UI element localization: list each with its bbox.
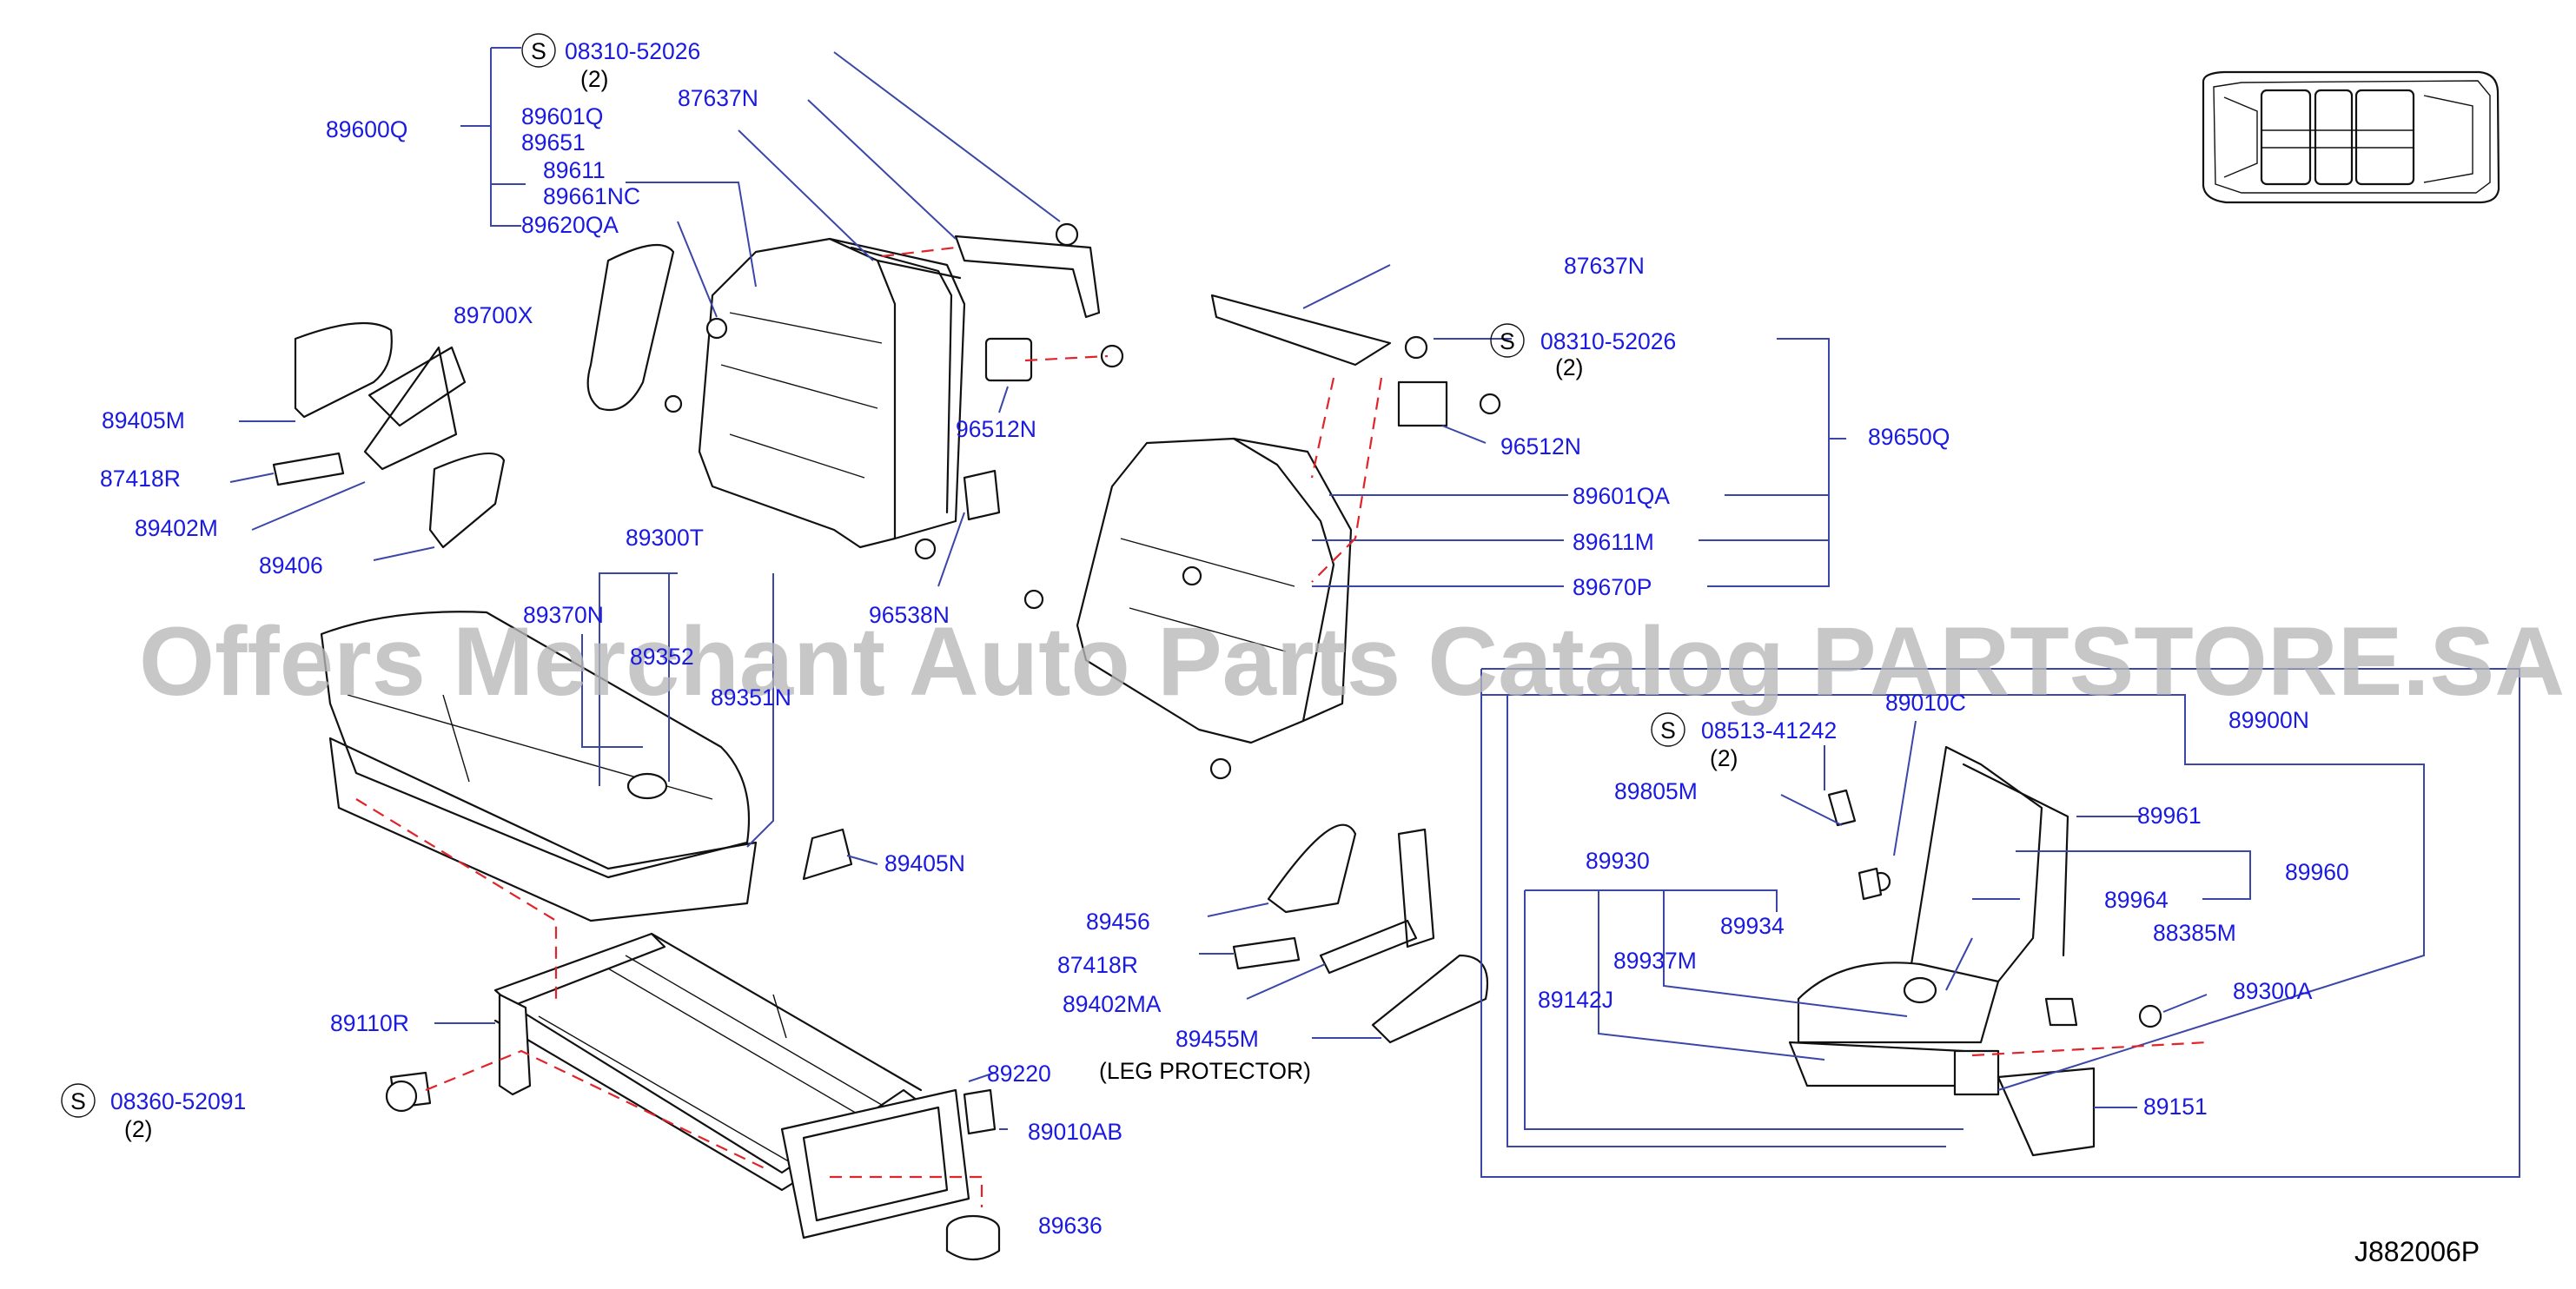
part-label: 89405M <box>102 407 185 433</box>
qty-label: (2) <box>1710 745 1738 771</box>
part-label: 89611M <box>1573 529 1654 555</box>
diagram-code: J882006P <box>2354 1236 2480 1267</box>
part-label: 89961 <box>2137 803 2202 829</box>
part-label: 89960 <box>2285 859 2349 885</box>
part-label: 89402MA <box>1063 991 1162 1017</box>
part-label: 89010C <box>1885 690 1966 716</box>
leader-lines <box>229 47 2520 1178</box>
screw-symbol-letter: S <box>531 38 546 64</box>
part-label: 89151 <box>2143 1094 2208 1120</box>
qty-label: (2) <box>124 1116 152 1142</box>
part-label: 89351N <box>711 684 791 711</box>
third-row-seat-drawing <box>1788 745 2162 1157</box>
part-label: 89636 <box>1038 1213 1103 1239</box>
note-label: (LEG PROTECTOR) <box>1099 1058 1311 1084</box>
part-label: 89300A <box>2233 978 2313 1004</box>
part-label: 96538N <box>869 602 950 628</box>
part-label: 89620QA <box>521 212 619 238</box>
part-label: 08310-52026 <box>1540 328 1676 354</box>
part-label: 89370N <box>523 602 604 628</box>
right-seat-back-drawing <box>1023 294 1501 780</box>
part-label: 96512N <box>1500 433 1581 459</box>
screw-symbols: S S S S <box>61 33 1685 1118</box>
part-label: 89406 <box>259 552 323 578</box>
part-label: 89110R <box>330 1010 409 1036</box>
qty-label: (2) <box>1555 354 1583 380</box>
part-label: 89651 <box>521 129 586 155</box>
part-label: 89930 <box>1586 848 1650 874</box>
part-label: 89352 <box>630 644 694 670</box>
screw-symbol-letter: S <box>1500 328 1515 354</box>
screw-symbol-letter: S <box>70 1088 86 1114</box>
part-label: 89900N <box>2228 707 2309 733</box>
part-label: 89650Q <box>1868 424 1950 450</box>
part-label: 89661NC <box>543 183 640 209</box>
part-label: 89601QA <box>1573 483 1670 509</box>
left-seat-back-drawing <box>272 222 1124 560</box>
part-label: 89405N <box>884 850 965 876</box>
watermark-text: Offers Merchant Auto Parts Catalog PARTS… <box>139 607 2565 716</box>
qty-label: (2) <box>580 66 608 92</box>
seat-base-frame-drawing <box>385 932 1001 1260</box>
part-label: 89805M <box>1614 778 1698 804</box>
part-label: 87418R <box>100 466 181 492</box>
part-label: 89142J <box>1538 987 1613 1013</box>
part-label: 08310-52026 <box>565 38 700 64</box>
assembly-dashed-lines <box>355 246 2208 1207</box>
part-label: 89937M <box>1613 948 1697 974</box>
part-label: 89601Q <box>521 103 603 129</box>
screw-symbol-letter: S <box>1660 717 1676 744</box>
part-label: 08360-52091 <box>110 1088 246 1114</box>
recliner-group-drawing <box>1232 823 1489 1044</box>
part-labels: 08310-52026 (2) 89600Q 89601Q 89651 8961… <box>100 38 2480 1267</box>
seat-cushion-drawing <box>320 611 853 922</box>
part-label: 89456 <box>1086 909 1150 935</box>
part-label: 89700X <box>454 302 533 328</box>
part-label: 89220 <box>987 1061 1051 1087</box>
part-label: 87637N <box>1564 253 1645 279</box>
part-label: 89010AB <box>1028 1119 1122 1145</box>
part-label: 89934 <box>1720 913 1785 939</box>
part-label: 89300T <box>626 525 704 551</box>
part-label: 89670P <box>1573 574 1652 600</box>
part-label: 87637N <box>678 85 758 111</box>
part-label: 88385M <box>2153 920 2236 946</box>
part-label: 87418R <box>1057 952 1138 978</box>
part-label: 89455M <box>1175 1026 1259 1052</box>
vehicle-seat-location-icon <box>2202 70 2500 204</box>
part-label: 08513-41242 <box>1701 717 1837 744</box>
part-label: 89964 <box>2104 887 2169 913</box>
part-label: 89402M <box>135 515 218 541</box>
part-label: 89611 <box>543 157 606 183</box>
part-label: 89600Q <box>326 116 407 142</box>
part-label: 96512N <box>956 416 1036 442</box>
